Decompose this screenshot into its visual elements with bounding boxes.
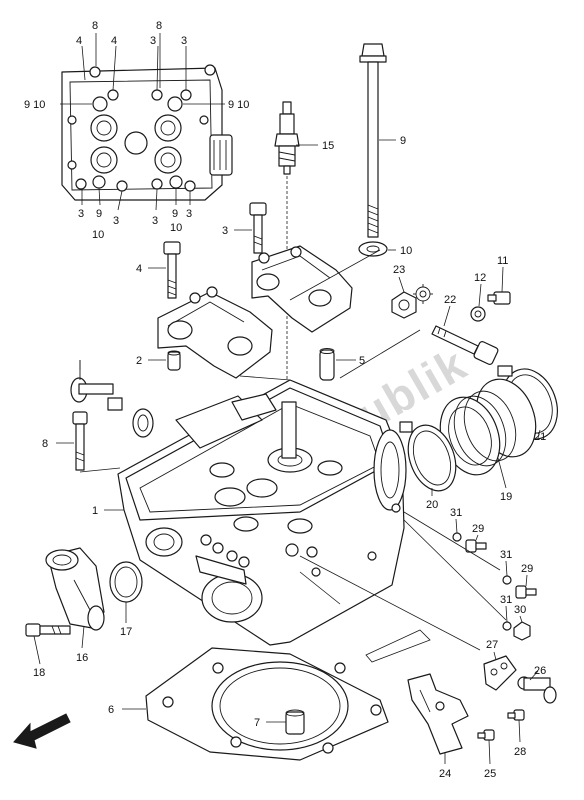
inset-callout-8: 8	[156, 20, 162, 32]
callout-8: 8	[42, 438, 48, 450]
dowel-pin-2	[167, 350, 181, 371]
plug-30	[513, 621, 531, 641]
callout-31: 31	[500, 594, 512, 606]
callout-11: 11	[497, 255, 508, 267]
inset-callout-9-10: 9 10	[228, 99, 249, 111]
intake-clamp-20	[399, 421, 457, 492]
callout-7: 7	[254, 717, 260, 729]
callout-labels: 9 10 15 3 4 2 5 8 1 6 7 23 22 12 11 16 1…	[33, 135, 546, 780]
inset-callout-9: 9	[96, 208, 102, 220]
leader-lines	[33, 139, 541, 765]
callout-15: 15	[322, 140, 334, 152]
washer-31-middle	[502, 575, 512, 585]
inset-callout-10: 10	[92, 229, 104, 241]
inset-callout-8: 8	[92, 20, 98, 32]
bracket-27	[483, 655, 517, 691]
callout-1: 1	[92, 505, 98, 517]
fitting-29-lower	[515, 585, 537, 599]
callout-21: 21	[534, 431, 546, 443]
callout-26: 26	[534, 665, 546, 677]
cylinder-head-1	[117, 379, 407, 646]
callout-23: 23	[393, 264, 405, 276]
bolt-11	[487, 291, 511, 305]
bolt-4	[163, 241, 181, 299]
coolant-outlet-16	[45, 547, 105, 631]
callout-16: 16	[76, 652, 88, 664]
callout-5: 5	[359, 355, 365, 367]
camshaft-holder-upper	[251, 245, 353, 333]
callout-3: 3	[222, 225, 228, 237]
callout-28: 28	[514, 746, 526, 758]
fitting-29-upper	[465, 539, 487, 553]
callout-9: 9	[400, 135, 406, 147]
plug-cap-left	[70, 360, 123, 411]
pin-26	[517, 676, 557, 704]
inset-callout-4: 4	[111, 35, 117, 47]
bolt-8	[72, 411, 88, 471]
head-gasket-6	[145, 647, 389, 761]
bolt-18	[25, 623, 71, 637]
callout-30: 30	[514, 604, 526, 616]
inset-callout-3: 3	[181, 35, 187, 47]
callout-25: 25	[484, 768, 496, 780]
bolt-3	[249, 202, 267, 254]
callout-2: 2	[136, 355, 142, 367]
bracket-24	[407, 673, 469, 755]
inset-callout-4: 4	[76, 35, 82, 47]
washer-31-lower	[502, 621, 512, 631]
inset-callout-3: 3	[113, 215, 119, 227]
inset-callout-labels: 8 8 4 4 3 3 9 10 9 10 3 9 3 10 3 9 3 10	[24, 20, 249, 241]
callout-29: 29	[472, 523, 484, 535]
dowel-pin-5	[319, 348, 335, 381]
o-ring-17	[109, 561, 143, 603]
callout-31: 31	[450, 507, 462, 519]
o-ring-left	[132, 408, 154, 438]
inset-callout-9: 9	[172, 208, 178, 220]
callout-18: 18	[33, 667, 45, 679]
inset-callout-10: 10	[170, 222, 182, 234]
cylinder-head-top-view-inset	[61, 64, 233, 201]
alignment-dashed-lines	[79, 249, 507, 663]
callout-27: 27	[486, 639, 498, 651]
stud-bolt-9	[359, 43, 387, 238]
callout-12: 12	[474, 272, 486, 284]
gear-symbol-icon	[413, 284, 433, 304]
washer-31-upper	[452, 532, 462, 542]
callout-31: 31	[500, 549, 512, 561]
spark-plug-15	[274, 101, 300, 175]
nut-23	[391, 291, 417, 319]
dowel-pin-7	[285, 709, 305, 735]
inset-callout-3: 3	[150, 35, 156, 47]
intake-pipe-19	[439, 378, 537, 476]
washer-12	[470, 306, 486, 322]
bolt-25	[477, 729, 495, 741]
callout-22: 22	[444, 294, 456, 306]
inset-callout-3: 3	[78, 208, 84, 220]
callout-17: 17	[120, 626, 132, 638]
callout-19: 19	[500, 491, 512, 503]
front-direction-arrow-icon	[13, 713, 71, 749]
inset-callout-3: 3	[152, 215, 158, 227]
camshaft-holder-lower	[157, 286, 273, 379]
bolt-22	[431, 325, 499, 365]
callout-6: 6	[108, 704, 114, 716]
callout-20: 20	[426, 499, 438, 511]
inset-callout-3: 3	[186, 208, 192, 220]
washer-10	[358, 241, 388, 257]
inset-callout-9-10: 9 10	[24, 99, 45, 111]
callout-29: 29	[521, 563, 533, 575]
callout-4: 4	[136, 263, 142, 275]
inset-leader-lines	[60, 33, 225, 211]
callout-10: 10	[400, 245, 412, 257]
bolt-28	[507, 709, 525, 721]
callout-24: 24	[439, 768, 451, 780]
